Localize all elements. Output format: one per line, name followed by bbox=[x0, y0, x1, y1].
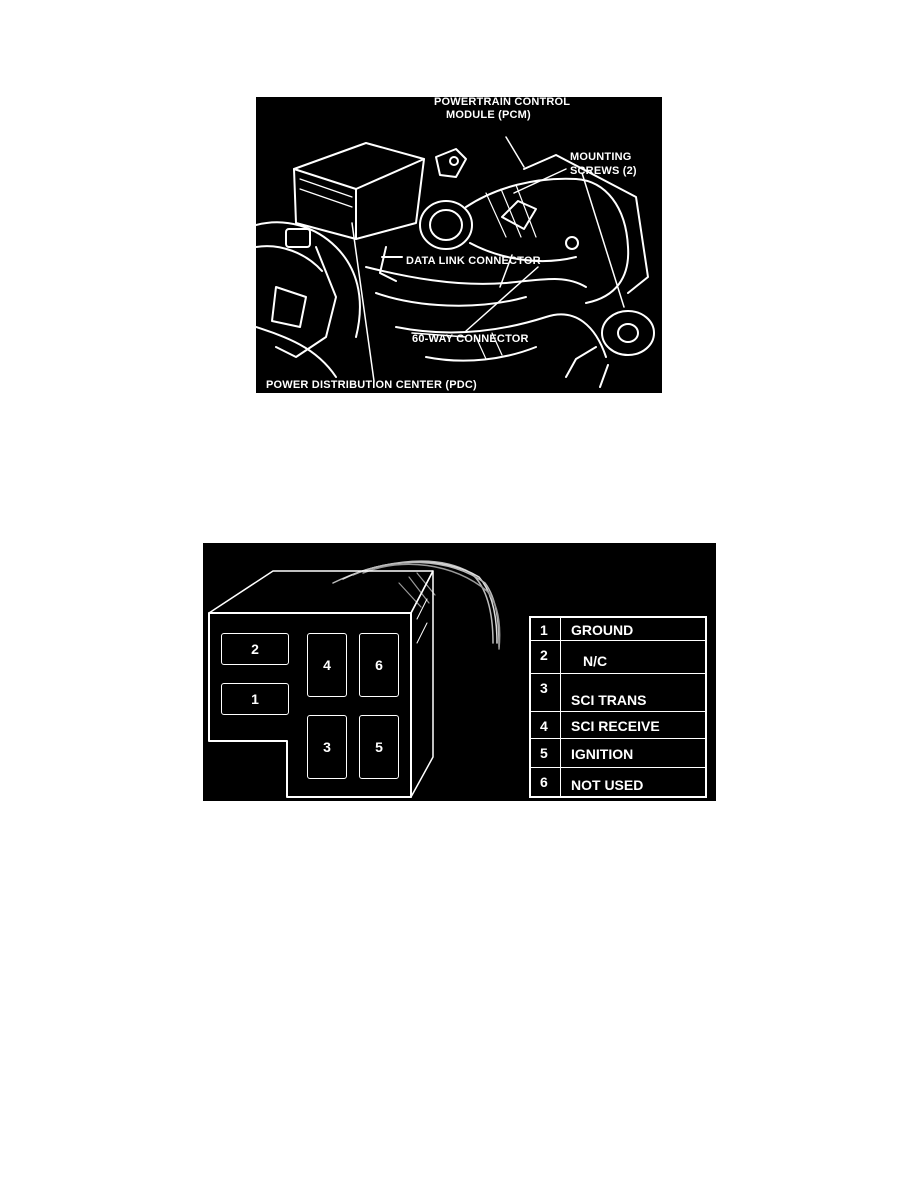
mounting-screws-label-line2: SCREWS (2) bbox=[570, 165, 637, 177]
legend-pin-number: 5 bbox=[540, 745, 548, 761]
data-link-connector-label: DATA LINK CONNECTOR bbox=[406, 255, 541, 267]
legend-pin-function: GROUND bbox=[571, 622, 634, 638]
pdc-label: POWER DISTRIBUTION CENTER (PDC) bbox=[266, 379, 477, 391]
mounting-screws-label-line1: MOUNTING bbox=[570, 151, 632, 163]
connector-housing-drawing bbox=[208, 560, 501, 798]
sixty-way-connector-label: 60-WAY CONNECTOR bbox=[412, 333, 529, 345]
connector-pinout-figure: 2 1 4 6 3 5 1 GROUND 2 N/C 3 SCI TRANS 4… bbox=[203, 543, 716, 801]
pin-4-cavity: 4 bbox=[307, 633, 347, 697]
legend-pin-function: SCI RECEIVE bbox=[571, 718, 660, 734]
pin-1-cavity: 1 bbox=[221, 683, 289, 715]
legend-pin-number: 3 bbox=[540, 680, 548, 696]
pcm-label-line1: POWERTRAIN CONTROL bbox=[434, 97, 571, 108]
pcm-label-line2: MODULE (PCM) bbox=[446, 109, 531, 121]
legend-pin-function: IGNITION bbox=[571, 746, 634, 762]
legend-row: 2 N/C bbox=[531, 640, 705, 674]
pin-2-cavity: 2 bbox=[221, 633, 289, 665]
engine-compartment-figure: POWERTRAIN CONTROL MODULE (PCM) MOUNTING… bbox=[256, 97, 662, 393]
legend-row: 3 SCI TRANS bbox=[531, 673, 705, 712]
legend-pin-number: 6 bbox=[540, 774, 548, 790]
legend-pin-function: NOT USED bbox=[571, 777, 644, 793]
legend-row: 6 NOT USED bbox=[531, 767, 705, 797]
legend-row: 5 IGNITION bbox=[531, 738, 705, 768]
legend-pin-number: 1 bbox=[540, 622, 548, 638]
pin-6-cavity: 6 bbox=[359, 633, 399, 697]
legend-pin-number: 2 bbox=[540, 647, 548, 663]
pinout-legend: 1 GROUND 2 N/C 3 SCI TRANS 4 SCI RECEIVE… bbox=[529, 616, 707, 798]
pin-5-cavity: 5 bbox=[359, 715, 399, 779]
legend-row: 1 GROUND bbox=[531, 618, 705, 640]
legend-pin-function: N/C bbox=[583, 653, 608, 669]
engine-compartment-drawing bbox=[256, 136, 655, 388]
pin-3-cavity: 3 bbox=[307, 715, 347, 779]
legend-row: 4 SCI RECEIVE bbox=[531, 711, 705, 739]
legend-pin-number: 4 bbox=[540, 718, 548, 734]
legend-pin-function: SCI TRANS bbox=[571, 692, 647, 708]
